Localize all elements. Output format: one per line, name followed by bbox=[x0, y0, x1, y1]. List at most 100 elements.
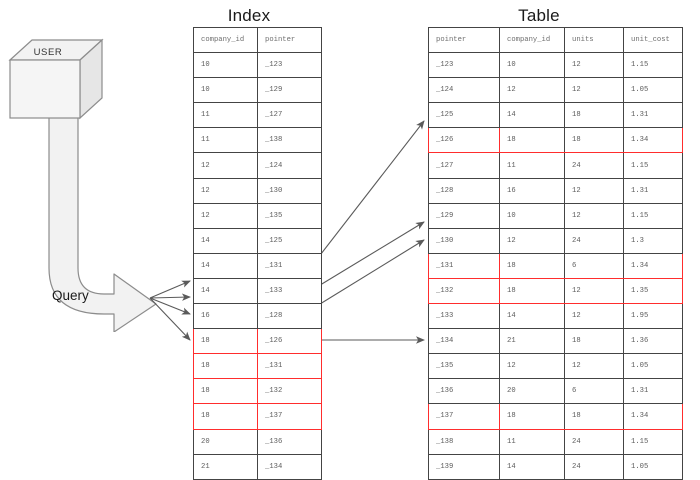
cell-pointer: _124 bbox=[257, 152, 322, 179]
cell-units: 12 bbox=[564, 177, 624, 204]
cell-pointer: _123 bbox=[257, 52, 322, 79]
cell-company_id: 18 bbox=[499, 403, 565, 430]
cell-units: 12 bbox=[564, 52, 624, 79]
cell-units: 12 bbox=[564, 303, 624, 330]
cell-unit_cost: 1.31 bbox=[623, 102, 683, 129]
index-row-highlighted: 18_132 bbox=[193, 378, 322, 405]
index-title: Index bbox=[227, 6, 271, 25]
cell-company_id: 16 bbox=[193, 303, 258, 330]
cell-pointer: _134 bbox=[428, 328, 500, 355]
cell-pointer: _126 bbox=[428, 127, 500, 154]
cell-pointer: _137 bbox=[257, 403, 322, 430]
cell-pointer: _128 bbox=[428, 177, 500, 204]
cell-company_id: 21 bbox=[193, 453, 258, 480]
cell-units: 24 bbox=[564, 152, 624, 179]
cell-company_id: 18 bbox=[193, 378, 258, 405]
cell-units: 18 bbox=[564, 102, 624, 129]
cell-company_id: 18 bbox=[499, 277, 565, 305]
cell-pointer: _136 bbox=[257, 428, 322, 455]
index-row: 21_134 bbox=[193, 453, 322, 480]
cell-units: 24 bbox=[564, 227, 624, 254]
cell-unit_cost: 1.34 bbox=[623, 252, 683, 279]
column-header-pointer: pointer bbox=[428, 26, 500, 54]
cell-pointer: _133 bbox=[428, 303, 500, 330]
cell-company_id: 14 bbox=[193, 277, 258, 305]
cell-company_id: 10 bbox=[193, 77, 258, 104]
column-header-company_id: company_id bbox=[499, 26, 565, 54]
cell-unit_cost: 1.34 bbox=[623, 403, 683, 430]
cell-unit_cost: 1.05 bbox=[623, 353, 683, 380]
cell-company_id: 11 bbox=[193, 102, 258, 129]
cell-company_id: 18 bbox=[193, 403, 258, 430]
cell-pointer: _136 bbox=[428, 378, 500, 405]
cell-company_id: 12 bbox=[499, 227, 565, 254]
cell-units: 12 bbox=[564, 202, 624, 229]
cell-company_id: 10 bbox=[193, 52, 258, 79]
cell-pointer: _139 bbox=[428, 453, 500, 480]
index-row: 14_133 bbox=[193, 277, 322, 305]
cell-company_id: 20 bbox=[193, 428, 258, 455]
index-row: 10_123 bbox=[193, 52, 322, 79]
cell-units: 18 bbox=[564, 403, 624, 430]
index-row: 11_138 bbox=[193, 127, 322, 154]
column-header-company_id: company_id bbox=[193, 26, 258, 54]
cell-pointer: _129 bbox=[257, 77, 322, 104]
index-row: 12_135 bbox=[193, 202, 322, 229]
cell-company_id: 18 bbox=[193, 353, 258, 380]
cell-pointer: _130 bbox=[257, 177, 322, 204]
cell-company_id: 18 bbox=[499, 252, 565, 279]
cell-pointer: _124 bbox=[428, 77, 500, 104]
cell-units: 6 bbox=[564, 378, 624, 405]
index-row: 12_130 bbox=[193, 177, 322, 204]
index-row: 12_124 bbox=[193, 152, 322, 179]
cell-company_id: 14 bbox=[499, 303, 565, 330]
cell-units: 24 bbox=[564, 428, 624, 455]
index-row-highlighted: 18_137 bbox=[193, 403, 322, 430]
cell-company_id: 11 bbox=[499, 428, 565, 455]
cell-pointer: _123 bbox=[428, 52, 500, 79]
column-header-unit_cost: unit_cost bbox=[623, 26, 683, 54]
cell-pointer: _132 bbox=[428, 277, 500, 305]
cell-pointer: _138 bbox=[428, 428, 500, 455]
cell-company_id: 10 bbox=[499, 52, 565, 79]
cell-unit_cost: 1.95 bbox=[623, 303, 683, 330]
cell-company_id: 11 bbox=[499, 152, 565, 179]
user-cube bbox=[8, 38, 104, 120]
cell-pointer: _130 bbox=[428, 227, 500, 254]
index-row-highlighted: 18_126 bbox=[193, 328, 322, 355]
cell-company_id: 12 bbox=[499, 353, 565, 380]
cell-unit_cost: 1.05 bbox=[623, 453, 683, 480]
column-header-pointer: pointer bbox=[257, 26, 322, 54]
cell-units: 12 bbox=[564, 353, 624, 380]
cell-pointer: _135 bbox=[428, 353, 500, 380]
cell-pointer: _131 bbox=[257, 252, 322, 279]
cell-company_id: 12 bbox=[193, 152, 258, 179]
cell-pointer: _131 bbox=[428, 252, 500, 279]
cell-pointer: _125 bbox=[428, 102, 500, 129]
cell-pointer: _125 bbox=[257, 227, 322, 254]
index-row: 10_129 bbox=[193, 77, 322, 104]
cell-company_id: 14 bbox=[499, 102, 565, 129]
cell-company_id: 11 bbox=[193, 127, 258, 154]
index-row: 14_125 bbox=[193, 227, 322, 254]
cell-company_id: 18 bbox=[499, 127, 565, 154]
cell-units: 12 bbox=[564, 277, 624, 305]
cell-unit_cost: 1.15 bbox=[623, 202, 683, 229]
table-title: Table bbox=[518, 6, 560, 25]
cell-pointer: _127 bbox=[257, 102, 322, 129]
cell-unit_cost: 1.34 bbox=[623, 127, 683, 154]
